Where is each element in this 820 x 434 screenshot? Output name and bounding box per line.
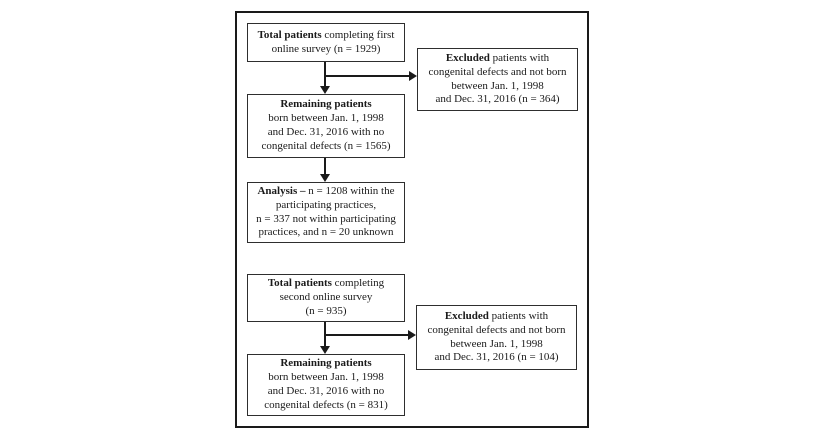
box-text-line: and Dec. 31, 2016 with no — [267, 126, 385, 138]
box-text-line: congenital defects and not born — [427, 323, 566, 336]
box-text-line: congenital defects (n = 1565) — [261, 139, 391, 152]
box-text-line: Total patients completing first — [258, 29, 395, 43]
box-text: completing first — [321, 28, 395, 41]
connector-line-branch-to-excluded2 — [324, 334, 409, 336]
arrowhead-right-icon — [408, 330, 416, 340]
box-text-line: between Jan. 1, 1998 — [450, 337, 543, 350]
box-text-line: born between Jan. 1, 1998 — [268, 112, 384, 125]
box-text-line: and Dec. 31, 2016 (n = 364) — [435, 93, 560, 106]
box-excluded-second-survey: Excluded patients with congenital defect… — [416, 305, 577, 370]
box-text: n = 1208 within the — [308, 184, 395, 197]
box-text-line: between Jan. 1, 1998 — [451, 79, 544, 92]
box-analysis: Analysis – n = 1208 within the participa… — [247, 182, 405, 243]
box-title: Analysis – — [257, 184, 309, 197]
box-excluded-first-survey: Excluded patients with congenital defect… — [417, 48, 578, 111]
box-title: Total patients — [267, 277, 332, 290]
connector-line-remaining1-to-analysis — [324, 158, 326, 175]
box-text-line: Excluded patients with — [445, 310, 548, 324]
box-text-line: congenital defects (n = 831) — [264, 398, 388, 411]
box-text-line: and Dec. 31, 2016 (n = 104) — [434, 351, 559, 364]
box-text-line: Analysis – n = 1208 within the — [257, 185, 394, 199]
arrowhead-down-icon — [320, 346, 330, 354]
box-remaining-patients-first-survey: Remaining patients born between Jan. 1, … — [247, 94, 405, 158]
box-text-line: born between Jan. 1, 1998 — [268, 371, 384, 384]
connector-line-branch-to-excluded1 — [324, 75, 410, 77]
box-remaining-patients-second-survey: Remaining patients born between Jan. 1, … — [247, 354, 405, 416]
box-text: patients with — [489, 51, 550, 64]
box-text-line: second online survey — [279, 291, 373, 304]
box-title: Total patients — [257, 28, 322, 41]
box-title: Excluded — [445, 51, 490, 64]
box-text-line: Excluded patients with — [446, 52, 549, 66]
arrowhead-down-icon — [320, 86, 330, 94]
box-text-line: (n = 935) — [305, 304, 347, 317]
connector-line-total1-to-remaining1 — [324, 62, 326, 87]
box-text-line: practices, and n = 20 unknown — [258, 226, 394, 239]
box-text: completing — [331, 277, 385, 290]
box-text-line: congenital defects and not born — [428, 65, 567, 78]
box-text-line: n = 337 not within participating — [256, 212, 396, 225]
box-title: Excluded — [444, 309, 489, 322]
box-text-line: and Dec. 31, 2016 with no — [267, 385, 385, 397]
box-total-patients-second-survey: Total patients completing second online … — [247, 274, 405, 322]
box-total-patients-first-survey: Total patients completing first online s… — [247, 23, 405, 62]
box-text-line: online survey (n = 1929) — [271, 42, 381, 55]
arrowhead-right-icon — [409, 71, 417, 81]
box-title: Remaining patients — [280, 98, 372, 111]
box-text-line: participating practices, — [275, 198, 377, 211]
box-text-line: Total patients completing — [268, 277, 384, 291]
arrowhead-down-icon — [320, 174, 330, 182]
box-title: Remaining patients — [280, 357, 372, 370]
box-text: patients with — [488, 309, 549, 322]
